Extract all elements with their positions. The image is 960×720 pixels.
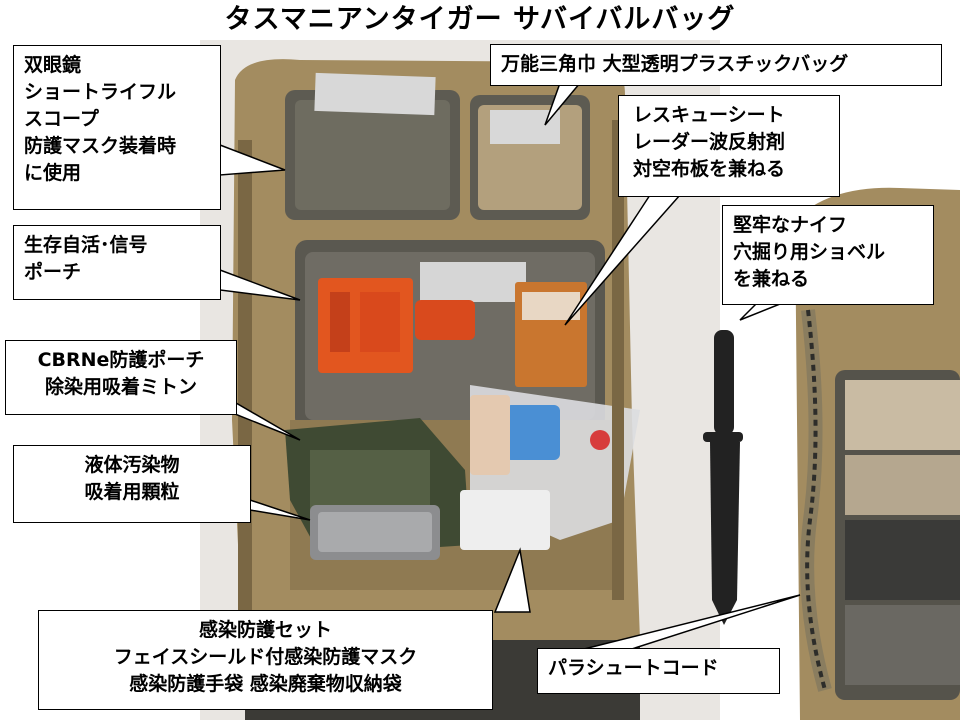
callout-rescue-sheet: レスキューシート レーダー波反射剤 対空布板を兼ねる <box>618 95 840 197</box>
knife <box>703 330 743 625</box>
page-title: タスマニアンタイガー サバイバルバッグ <box>224 4 736 35</box>
callout-binoculars: 双眼鏡 ショートライフル スコープ 防護マスク装着時 に使用 <box>13 45 221 210</box>
callout-cbrne: CBRNe防護ポーチ 除染用吸着ミトン <box>5 340 237 415</box>
callout-knife: 堅牢なナイフ 穴掘り用ショベル を兼ねる <box>722 205 934 305</box>
callout-infection-kit: 感染防護セット フェイスシールド付感染防護マスク 感染防護手袋 感染廃棄物収納袋 <box>38 610 493 710</box>
callout-liquid-absorbent: 液体汚染物 吸着用顆粒 <box>13 445 251 523</box>
callout-triangle-bandage: 万能三角巾 大型透明プラスチックバッグ <box>490 44 942 86</box>
callout-survival-pouch: 生存自活･信号 ポーチ <box>13 225 221 300</box>
callout-paracord: パラシュートコード <box>537 648 780 694</box>
